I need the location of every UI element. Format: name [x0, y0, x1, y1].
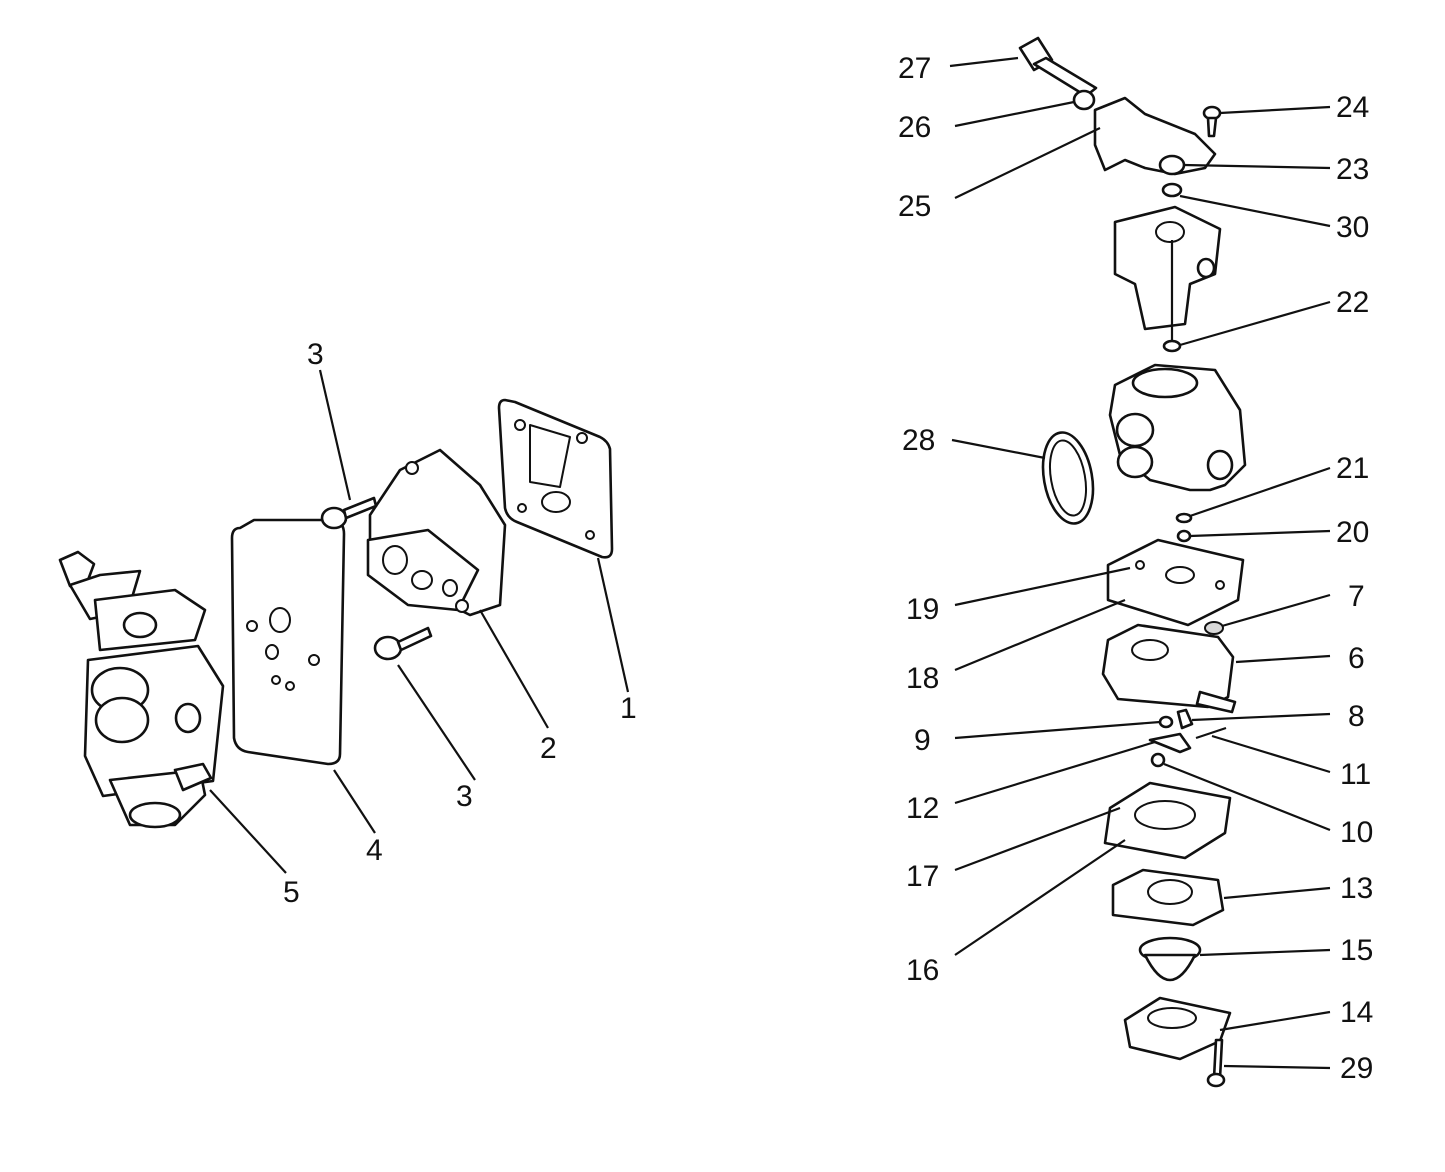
- part-17-gasket: [1103, 781, 1232, 860]
- callout-18: 18: [906, 662, 939, 695]
- leader-25: [954, 127, 1101, 199]
- callout-2: 2: [540, 732, 557, 765]
- callout-7: 7: [1348, 580, 1365, 613]
- callout-3a: 3: [307, 338, 324, 371]
- callout-9: 9: [914, 724, 931, 757]
- leader-28: [951, 438, 1046, 460]
- part-21-washer: [1175, 512, 1193, 524]
- callout-11: 11: [1340, 758, 1371, 791]
- part-4-gasket: [230, 518, 346, 766]
- callout-10: 10: [1340, 816, 1373, 849]
- part-3-screw-lower: [373, 626, 433, 661]
- part-6-pump-body: [1101, 623, 1237, 714]
- leader-16: [954, 839, 1126, 956]
- part-1-gasket: [497, 398, 614, 559]
- part-15-primer: [1138, 936, 1202, 982]
- callout-15: 15: [1340, 934, 1373, 967]
- callout-28: 28: [902, 424, 935, 457]
- part-3-screw-upper: [320, 496, 378, 530]
- part-11-pin: [1195, 726, 1227, 740]
- callout-20: 20: [1336, 516, 1369, 549]
- callout-26: 26: [898, 111, 931, 144]
- callout-23: 23: [1336, 153, 1369, 186]
- leader-19: [954, 566, 1131, 607]
- leader-7: [1221, 593, 1331, 628]
- callout-3b: 3: [456, 780, 473, 813]
- callout-17: 17: [906, 860, 939, 893]
- part-25-bracket: [1093, 96, 1217, 176]
- part-24-screw: [1202, 105, 1222, 138]
- callout-16: 16: [906, 954, 939, 987]
- part-7-spring: [1204, 621, 1224, 635]
- leader-3b: [397, 664, 476, 781]
- leader-8: [1191, 712, 1331, 722]
- part-28-oring: [1041, 431, 1095, 525]
- callout-19: 19: [906, 593, 939, 626]
- leader-2: [479, 609, 549, 729]
- callout-4: 4: [366, 834, 383, 867]
- leader-11: [1211, 734, 1331, 774]
- part-10-screw: [1150, 752, 1166, 768]
- callout-22: 22: [1336, 286, 1369, 319]
- leader-6: [1235, 654, 1331, 664]
- leader-12: [954, 740, 1156, 805]
- leader-14: [1219, 1010, 1331, 1032]
- leader-17: [954, 806, 1121, 872]
- callout-14: 14: [1340, 996, 1373, 1029]
- part-20-screw: [1176, 529, 1192, 543]
- part-12-lever: [1148, 732, 1192, 754]
- callout-21: 21: [1336, 452, 1369, 485]
- part-29-screw: [1206, 1038, 1226, 1088]
- part-19-gasket: [1106, 538, 1245, 627]
- leader-4: [333, 769, 376, 834]
- callout-24: 24: [1336, 91, 1369, 124]
- callout-29: 29: [1340, 1052, 1373, 1085]
- leader-5: [209, 789, 287, 874]
- leader-3a: [318, 369, 352, 501]
- callout-30: 30: [1336, 211, 1369, 244]
- part-22-oring: [1162, 339, 1182, 353]
- leader-20: [1189, 529, 1331, 538]
- leader-27: [949, 56, 1019, 68]
- leader-24: [1219, 105, 1331, 115]
- part-27-screw: [1018, 36, 1098, 98]
- part-14-cover: [1123, 996, 1232, 1061]
- callout-8: 8: [1348, 700, 1365, 733]
- part-23-cap: [1158, 154, 1186, 176]
- leader-15: [1199, 948, 1331, 957]
- leader-23: [1183, 163, 1331, 170]
- part-8-needle: [1176, 708, 1194, 730]
- leader-1: [596, 557, 630, 693]
- leader-9: [954, 720, 1161, 740]
- part-5-carburetor: [58, 550, 225, 829]
- part-9-screw: [1158, 715, 1174, 729]
- part-2-insulator: [366, 448, 507, 617]
- part-main-body: [1108, 363, 1247, 492]
- leader-29: [1223, 1064, 1331, 1070]
- leader-22: [1179, 300, 1331, 347]
- callout-5: 5: [283, 876, 300, 909]
- leader-30: [1179, 194, 1331, 228]
- part-13-cover: [1111, 868, 1225, 927]
- callout-25: 25: [898, 190, 931, 223]
- callout-27: 27: [898, 52, 931, 85]
- callout-13: 13: [1340, 872, 1373, 905]
- leader-10: [1163, 762, 1331, 832]
- callout-1: 1: [620, 692, 637, 725]
- callout-6: 6: [1348, 642, 1365, 675]
- leader-26: [954, 100, 1075, 128]
- callout-12: 12: [906, 792, 939, 825]
- leader-13: [1223, 886, 1331, 900]
- leader-18: [954, 598, 1126, 672]
- leader-21: [1189, 466, 1331, 518]
- part-throttle-housing: [1113, 205, 1222, 331]
- part-30-washer: [1161, 182, 1183, 198]
- part-26-nut: [1072, 89, 1096, 111]
